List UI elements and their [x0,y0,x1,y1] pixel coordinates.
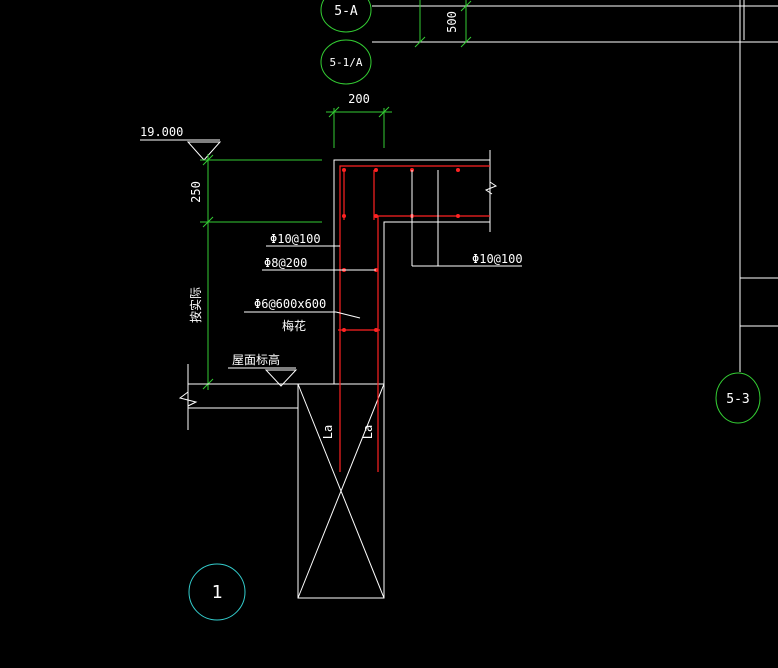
roof-elevation-label: 屋面标高 [232,352,280,367]
axis-bubble-5-3: 5-3 [715,372,761,424]
rebar-label-1: Φ10@100 [270,232,321,246]
axis-bubble-5A: 5-A [320,0,372,33]
dimension-200 [326,106,392,148]
axis-label-5-3: 5-3 [726,392,749,407]
rebar-label-3-note: 梅花 [282,318,306,333]
dimension-500 [414,0,472,48]
rebar-label-4: Φ10@100 [472,252,523,266]
axis-bubble-5-1A: 5-1/A [320,39,372,85]
axis-label-5-1A: 5-1/A [329,56,362,69]
detail-number: 1 [212,582,223,603]
axis-grid-lines [372,0,778,372]
beam-section [297,383,385,599]
rebar-label-2: Φ8@200 [264,256,307,270]
axis-label-5A: 5-A [334,4,358,19]
anchorage-label-right: La [361,425,375,439]
detail-circle: 1 [188,563,246,621]
elevation-level-label: 19.000 [140,125,183,139]
anchorage-label-left: La [321,425,335,439]
dimension-variable-label: 按实际 [188,287,203,323]
rebar-dots [342,168,460,332]
dimension-500-label: 500 [445,11,459,33]
dimension-200-label: 200 [348,92,370,106]
elevation-marker [140,139,222,161]
roof-elevation-marker [228,367,298,387]
rebar-leaders [244,170,522,319]
dimension-250-label: 250 [189,181,203,203]
rebar-label-3: Φ6@600x600 [254,297,326,311]
concrete-outline [178,150,498,430]
